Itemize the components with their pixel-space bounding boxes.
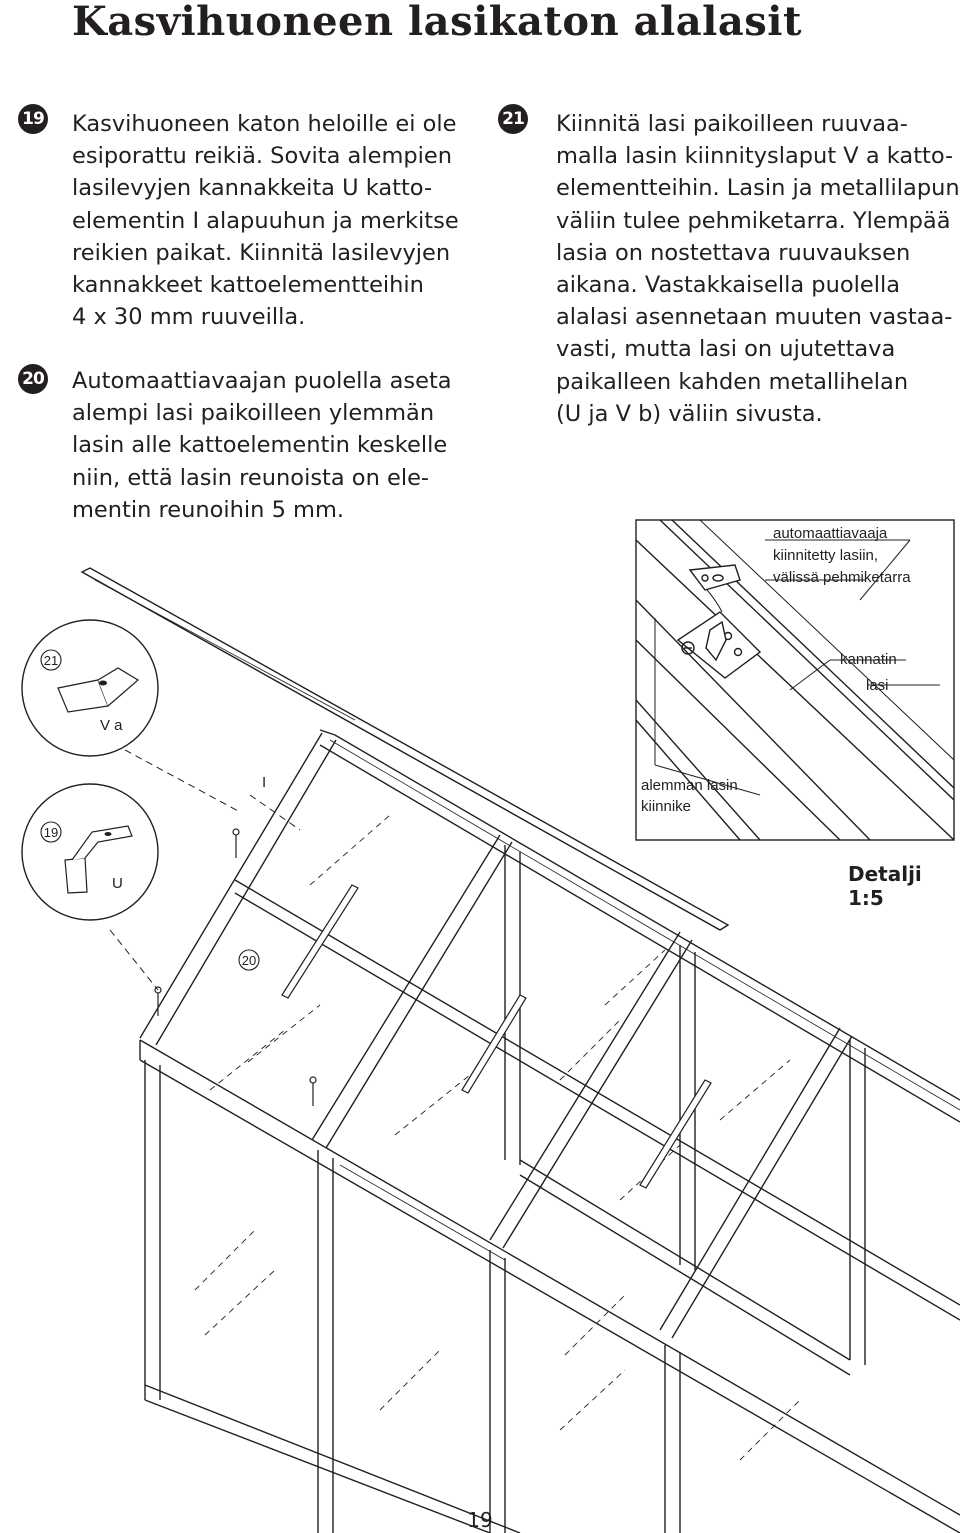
step-20-marker: 20 (238, 949, 260, 971)
detail-view: automaattiavaaja kiinnitetty lasiin, väl… (635, 519, 955, 841)
glass-reflection-lines (194, 814, 801, 1461)
step-21-instructions: Kiinnitä lasi paikoilleen ruuvaa- malla … (556, 111, 960, 427)
detail-label-bracket: kannatin (840, 651, 897, 668)
step-number-21: 21 (498, 104, 528, 134)
callout-19-number: 19 (44, 825, 58, 840)
callout-leader-lines (109, 749, 301, 991)
part-va-label: V a (100, 717, 123, 734)
detail-scale-caption: Detalji 1:5 (848, 862, 922, 910)
wall-posts (144, 845, 866, 1533)
callout-21-va-plate: 21 V a (21, 619, 159, 757)
step-20-instructions: Automaattiavaajan puolella aseta alempi … (72, 368, 452, 523)
frame-label-i: I (262, 774, 266, 791)
roof-ridge-frame (139, 729, 960, 1339)
eave-beam (139, 1039, 960, 1533)
step-number-20: 20 (18, 364, 48, 394)
callout-19-u-bracket: 19 U (21, 783, 159, 921)
step-19-instructions: Kasvihuoneen katon heloille ei ole esipo… (72, 111, 459, 331)
detail-label-glass: lasi (866, 677, 889, 694)
roof-glass-sheet (80, 567, 730, 931)
step-number-19: 19 (18, 104, 48, 134)
svg-text:20: 20 (242, 953, 256, 968)
detail-label-fixed-2: välissä pehmiketarra (773, 569, 911, 586)
detail-label-lower-1: alemman lasin (641, 777, 738, 794)
roof-purlin-lower (234, 879, 960, 1321)
page-title: Kasvihuoneen lasikaton alalasit (72, 0, 802, 45)
screw-icons (154, 828, 317, 1106)
detail-label-fixed-1: kiinnitetty lasiin, (773, 547, 878, 564)
wall-rails (144, 1159, 851, 1533)
detail-label-lower-2: kiinnike (641, 798, 691, 815)
page-number: 19 (467, 1508, 493, 1532)
part-u-label: U (112, 875, 123, 892)
callout-21-number: 21 (44, 653, 58, 668)
detail-label-opener: automaattiavaaja (773, 525, 888, 542)
glass-clips (281, 884, 712, 1189)
